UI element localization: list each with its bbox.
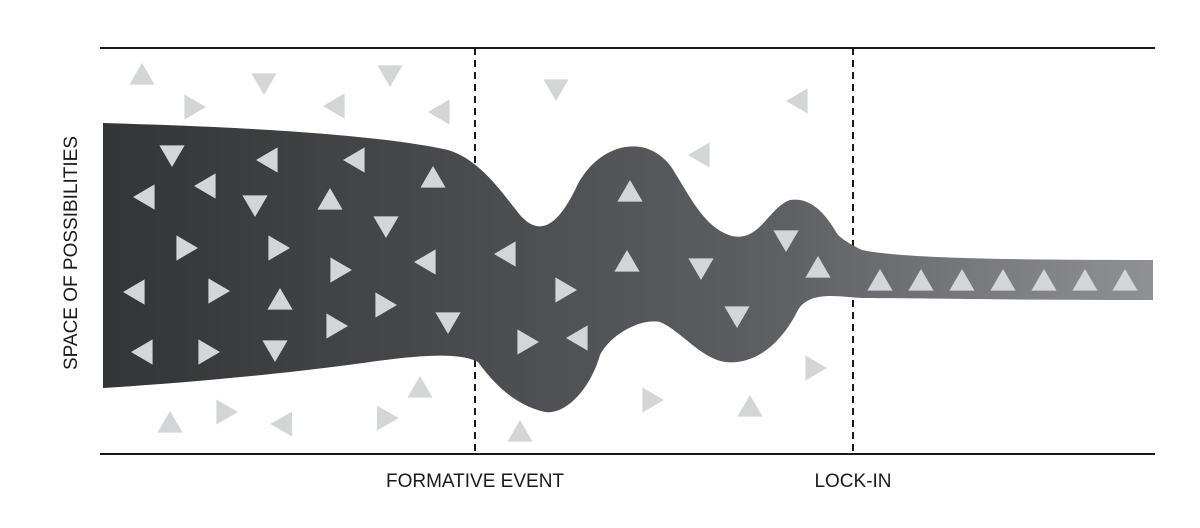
triangle-marker-icon (507, 420, 533, 442)
triangle-marker-icon (323, 93, 345, 119)
triangle-marker-icon (267, 288, 293, 310)
triangle-marker-icon (517, 329, 539, 355)
triangle-marker-icon (133, 184, 155, 210)
triangle-marker-icon (330, 257, 352, 283)
triangle-marker-icon (373, 216, 399, 238)
triangle-marker-icon (949, 269, 975, 291)
triangle-marker-icon (326, 313, 348, 339)
triangle-marker-icon (428, 99, 450, 125)
triangle-marker-icon (270, 411, 293, 437)
triangle-marker-icon (724, 306, 750, 328)
triangle-marker-icon (617, 180, 643, 202)
triangle-marker-icon (184, 94, 206, 120)
triangle-marker-icon (688, 142, 710, 168)
triangle-marker-icon (407, 376, 433, 398)
triangle-marker-icon (566, 325, 588, 351)
triangle-marker-icon (494, 241, 516, 267)
triangle-marker-icon (194, 173, 216, 199)
triangle-marker-icon (688, 258, 714, 280)
triangle-marker-icon (435, 312, 461, 334)
triangle-marker-icon (786, 88, 808, 114)
lock-in-label: LOCK-IN (814, 471, 891, 492)
triangle-marker-icon (1112, 269, 1138, 291)
triangle-marker-icon (176, 235, 198, 261)
triangle-marker-icon (773, 230, 799, 252)
triangle-marker-icon (251, 73, 277, 95)
triangle-marker-icon (198, 339, 220, 365)
triangle-marker-icon (157, 411, 183, 433)
triangle-marker-icon (216, 399, 238, 425)
triangle-marker-icon (420, 166, 446, 188)
triangle-marker-icon (543, 79, 569, 101)
triangle-marker-icon (1031, 269, 1057, 291)
triangle-marker-icon (908, 269, 934, 291)
triangle-marker-icon (262, 340, 288, 362)
triangle-marker-icon (614, 250, 640, 272)
triangle-marker-icon (642, 387, 664, 413)
triangle-marker-icon (1072, 269, 1098, 291)
triangle-marker-icon (242, 195, 268, 217)
triangle-marker-icon (555, 277, 577, 303)
triangle-marker-icon (805, 256, 831, 278)
triangle-marker-icon (375, 292, 397, 318)
triangle-marker-icon (268, 235, 290, 261)
triangle-marker-icon (737, 395, 763, 417)
triangle-marker-icon (867, 269, 893, 291)
triangle-marker-icon (805, 355, 827, 381)
triangle-marker-icon (414, 249, 436, 275)
triangle-marker-icon (256, 147, 278, 173)
triangle-marker-icon (131, 339, 153, 365)
triangle-marker-icon (317, 188, 343, 210)
triangle-marker-icon (123, 279, 145, 305)
y-axis-label: SPACE OF POSSIBILITIES (61, 136, 82, 370)
triangle-marker-icon (376, 405, 399, 431)
triangle-marker-icon (343, 147, 365, 173)
formative-event-label: FORMATIVE EVENT (386, 471, 564, 492)
triangle-marker-icon (208, 278, 230, 304)
triangle-marker-icon (159, 145, 185, 167)
triangle-marker-icon (129, 63, 155, 85)
triangle-marker-icon (990, 269, 1016, 291)
triangle-marker-icon (377, 65, 403, 87)
